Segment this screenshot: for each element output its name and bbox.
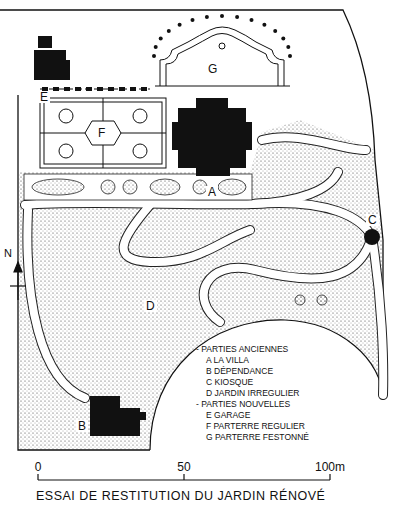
scale-number: 50 (177, 461, 190, 473)
hedge-block (86, 87, 92, 91)
festoon-dot (235, 15, 239, 19)
legend-item: E GARAGE (206, 411, 250, 420)
garden-paths (25, 137, 383, 398)
regular-parterre (40, 98, 166, 168)
festoon-dot (262, 23, 266, 27)
legend-item: C KIOSQUE (206, 378, 253, 387)
garden-edge (150, 320, 383, 450)
festoon-dot (281, 37, 285, 41)
hedge-block (64, 87, 70, 91)
map-letter: B (76, 420, 88, 432)
map-letter: G (206, 63, 219, 75)
festoon-dot (273, 29, 277, 33)
festoon-dot (205, 15, 209, 19)
festoon-dot (191, 18, 195, 22)
garden-boundary (0, 10, 383, 450)
festoon-dot (250, 18, 254, 22)
scale-number: 0 (35, 461, 42, 473)
legend-heading: - PARTIES ANCIENNES (196, 345, 288, 354)
kiosk (364, 229, 380, 245)
legend-item: B DÉPENDANCE (206, 367, 273, 376)
hedge-block (97, 87, 103, 91)
festoon-dot (288, 54, 292, 58)
festoon-dot (220, 14, 224, 18)
hedge-block (108, 87, 114, 91)
legend-item: A LA VILLA (206, 356, 249, 365)
festoon-dot (152, 54, 156, 58)
villa-building (172, 98, 252, 176)
map-letter: F (98, 127, 105, 139)
hedge-block (53, 87, 59, 91)
festoon-dot (167, 29, 171, 33)
legend-heading: - PARTIES NOUVELLES (196, 400, 290, 409)
map-letter: E (38, 91, 50, 103)
outbuilding (90, 396, 140, 436)
map-letter: D (144, 300, 157, 312)
festoon-dot (154, 45, 158, 49)
lawn-band (24, 174, 252, 200)
scale-bar (38, 474, 330, 480)
festoon-dot (178, 23, 182, 27)
garage-building (34, 36, 70, 80)
legend-item: D JARDIN IRREGULIER (206, 389, 300, 398)
map-letter: C (366, 214, 379, 226)
hedge-block (141, 87, 147, 91)
scale-number: 100m (315, 461, 345, 473)
hedge-block (75, 87, 81, 91)
map-letter: A (206, 186, 218, 198)
north-arrow (10, 262, 26, 300)
festoon-dot (159, 37, 163, 41)
north-label: N (4, 248, 12, 259)
festoon-dot (286, 45, 290, 49)
festooned-parterre (40, 27, 290, 89)
caption: ESSAI DE RESTITUTION DU JARDIN RÉNOVÉ (36, 490, 325, 503)
outbuilding-annex (140, 412, 146, 420)
hedge-block (119, 87, 125, 91)
lawn-beds (32, 179, 327, 305)
legend-item: G PARTERRE FESTONNÉ (206, 433, 309, 442)
legend-item: F PARTERRE REGULIER (206, 422, 305, 431)
festoon-dots (42, 14, 292, 91)
hedge-block (130, 87, 136, 91)
